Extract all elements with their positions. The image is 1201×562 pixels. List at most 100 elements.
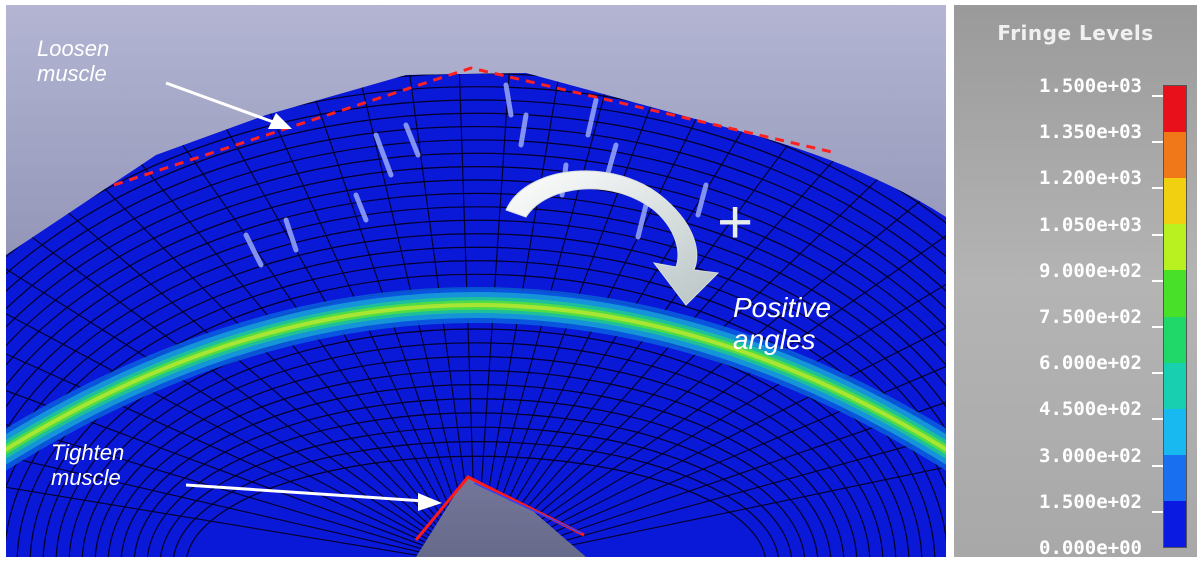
legend-level-label: 1.200e+03 [1039, 167, 1142, 190]
tighten-pointer-arrow [185, 483, 442, 511]
mesh-ring [81, 342, 871, 557]
mesh-radial-line [475, 73, 864, 557]
mesh-radial-line [475, 73, 733, 557]
mesh-radial-line [475, 183, 946, 557]
colorbar-band [1164, 132, 1186, 179]
legend-level-label: 4.500e+02 [1039, 398, 1142, 421]
mesh-ring [6, 86, 946, 557]
legend-tick [1152, 141, 1163, 144]
mesh-radial-line [451, 73, 477, 557]
wrinkle-fleck [243, 232, 264, 268]
mesh-ring [6, 166, 946, 557]
legend-level-label: 0.000e+00 [1039, 537, 1142, 559]
positive-angles-label: Positive angles [733, 292, 832, 356]
colorbar-band [1164, 224, 1186, 271]
mesh-radial-line [46, 73, 477, 557]
colorbar-band [1164, 86, 1186, 133]
colorbar-band [1164, 316, 1186, 364]
wrinkle-folds [243, 82, 709, 268]
colorbar-band [1164, 454, 1186, 502]
mesh-ring [185, 455, 767, 557]
mesh-radial-line [6, 168, 477, 557]
mesh-radial-line [175, 73, 477, 557]
legend-level-label: 1.350e+03 [1039, 121, 1142, 144]
mesh-ring [6, 152, 946, 557]
wrinkle-fleck [585, 97, 599, 138]
mesh-radial-line [475, 73, 595, 557]
legend-level-label: 9.000e+02 [1039, 259, 1142, 282]
mesh-radial-line [475, 73, 946, 557]
wrinkle-fleck [403, 122, 421, 158]
mesh-ring [6, 192, 946, 557]
legend-level-label: 7.500e+02 [1039, 306, 1142, 328]
mesh-radial-line [475, 73, 946, 557]
mesh-ring [172, 441, 780, 557]
wrinkle-fleck [695, 182, 709, 218]
legend-tick [1152, 418, 1163, 421]
wrinkle-fleck [518, 112, 529, 148]
legend-tick [1152, 464, 1163, 467]
colorbar [1163, 85, 1187, 548]
mesh-radial-line [475, 383, 946, 557]
mesh-ring [94, 356, 858, 557]
mesh-ring [159, 426, 793, 557]
colorbar-band [1164, 500, 1186, 548]
mesh-radial-line [475, 96, 946, 557]
colorbar-band [1164, 408, 1186, 456]
rotation-arrow-icon [505, 170, 720, 306]
mesh-ring [68, 328, 884, 557]
mesh-ring [6, 179, 946, 557]
wrinkle-fleck [353, 192, 369, 223]
mesh-radial-line [6, 418, 477, 557]
legend-tick [1152, 95, 1163, 97]
wrinkle-fleck [503, 82, 514, 118]
plus-sign: + [717, 188, 754, 257]
fem-viewport[interactable] [6, 5, 946, 557]
loosen-muscle-line [113, 66, 837, 187]
mesh-radial-line [475, 73, 664, 557]
mesh-ring [6, 206, 946, 557]
legend-tick [1152, 372, 1163, 375]
mesh-ring [107, 370, 845, 557]
mesh-radial-line [242, 73, 477, 557]
mesh-radial-line [381, 73, 477, 557]
mesh-radial-line [6, 82, 477, 557]
legend-level-label: 3.000e+02 [1039, 444, 1142, 467]
legend-level-label: 1.050e+03 [1039, 213, 1142, 236]
mesh-radial-line [475, 138, 946, 557]
tighten-muscle-label: Tighten muscle [51, 440, 125, 491]
legend-tick [1152, 510, 1163, 513]
legend-level-label: 1.500e+03 [1039, 75, 1142, 97]
fem-bent-tube-model [6, 5, 946, 557]
loosen-muscle-label: Loosen muscle [37, 36, 110, 87]
mesh-ring [6, 219, 946, 557]
wrinkle-fleck [635, 202, 649, 240]
inner-edge-line [473, 482, 582, 534]
legend-tick [1152, 187, 1163, 190]
mesh-ring [133, 398, 819, 557]
legend-title: Fringe Levels [997, 21, 1154, 45]
legend-tick [1152, 279, 1163, 282]
colorbar-band [1164, 362, 1186, 410]
legend-level-label: 6.000e+02 [1039, 352, 1142, 375]
mesh-ring [146, 412, 806, 557]
mesh-ring [6, 112, 946, 557]
colorbar-band [1164, 178, 1186, 225]
wrinkle-fleck [373, 132, 394, 178]
fringe-legend: Fringe Levels 1.500e+03 1.350e+03 1.200e+0… [954, 5, 1197, 559]
mesh-radial-line [6, 73, 477, 557]
mesh-ring [6, 99, 946, 557]
mesh-radial-line [6, 124, 477, 557]
legend-tick [1152, 557, 1163, 559]
legend-tick [1152, 233, 1163, 236]
mesh-ring [6, 233, 946, 557]
loosen-pointer-arrow [165, 81, 292, 129]
mesh-radial-line [475, 73, 927, 557]
stress-band [6, 287, 946, 490]
mesh-radial-line [475, 330, 946, 557]
mesh-ring [6, 139, 946, 557]
legend-tick [1152, 326, 1163, 328]
wrinkle-fleck [283, 217, 299, 253]
mesh-radial-line [475, 73, 524, 557]
colorbar-band [1164, 270, 1186, 317]
